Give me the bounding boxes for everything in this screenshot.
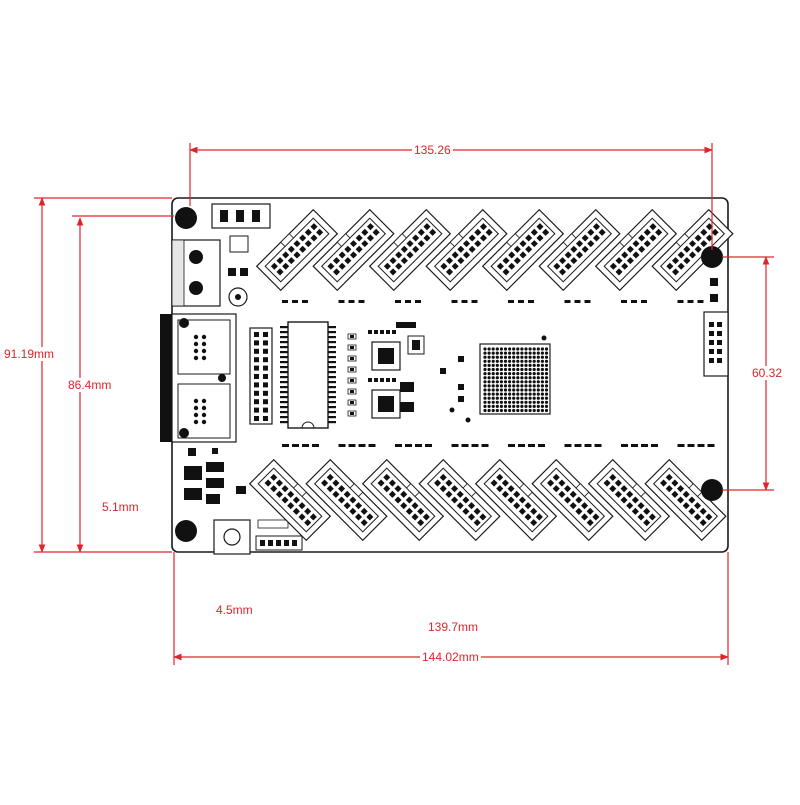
- hub-top-5: [481, 208, 565, 292]
- mounting-hole-bottom-left: [175, 520, 197, 542]
- label-hole-spacing-right: 60.32: [750, 366, 785, 380]
- label-hole-spacing-left: 86.4mm: [66, 378, 114, 392]
- hub-bottom-1: [248, 458, 332, 542]
- passive-components: [347, 330, 396, 417]
- hub-bottom-6: [531, 458, 614, 542]
- hub-top-2: [312, 208, 395, 292]
- hub-top-6: [538, 208, 621, 292]
- mounting-hole-top-left: [175, 207, 197, 229]
- hub-bottom-3: [361, 458, 445, 542]
- bga-fpga: [440, 335, 551, 423]
- driver-chip-rows: [282, 300, 715, 447]
- right-header: [703, 278, 729, 377]
- hub-top-4: [425, 208, 508, 292]
- hub-bottom-5: [474, 458, 558, 542]
- hub-bottom-8: [644, 458, 727, 542]
- label-overall-width: 144.02mm: [420, 650, 481, 664]
- sop-chip: [280, 321, 336, 429]
- hub-connectors-top: [255, 208, 734, 292]
- mounting-hole-right-upper: [701, 246, 723, 268]
- ethernet-ports: [160, 313, 237, 443]
- hub-top-1: [255, 208, 339, 292]
- reset-button: [223, 528, 241, 546]
- label-edge-offset-y: 5.1mm: [100, 500, 141, 514]
- top-header: [211, 203, 271, 229]
- hub-top-3: [368, 208, 452, 292]
- qfn-chips: [371, 322, 425, 419]
- hub-top-7: [594, 208, 678, 292]
- bottom-left-components: [184, 448, 303, 555]
- label-edge-offset-x: 4.5mm: [214, 603, 255, 617]
- hub-bottom-7: [587, 458, 671, 542]
- label-overall-height: 91.19mm: [2, 347, 57, 361]
- label-hole-spacing-bottom: 139.7mm: [426, 620, 481, 634]
- label-hole-spacing-top: 135.26: [412, 143, 453, 157]
- jtag-header: [249, 327, 273, 425]
- mounting-hole-right-lower: [701, 479, 723, 501]
- power-connectors: [171, 235, 249, 307]
- hub-connectors-bottom: [248, 458, 727, 542]
- hub-top-8: [651, 208, 734, 292]
- mounting-holes: [175, 207, 723, 542]
- hub-bottom-4: [418, 458, 501, 542]
- hub-bottom-2: [305, 458, 388, 542]
